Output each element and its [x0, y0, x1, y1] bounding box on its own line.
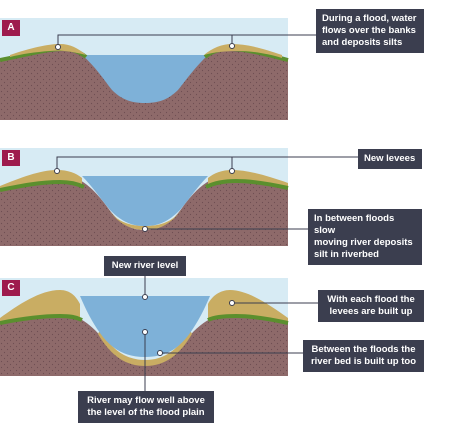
callout-c-level-line-1: New river level — [111, 260, 179, 271]
panel-letter-c: C — [2, 280, 20, 296]
panel-c-soil — [0, 314, 288, 376]
callout-c-flow: River may flow well above the level of t… — [78, 391, 214, 423]
dot-c-water — [142, 329, 148, 335]
callout-c-between-line-1: Between the floods the — [311, 344, 416, 355]
dot-c-levee — [229, 300, 235, 306]
panel-b-grass — [0, 178, 289, 192]
callout-c-each-line-2: levees are built up — [329, 306, 413, 317]
dot-c-bed — [157, 350, 163, 356]
leader-a-flood — [57, 34, 233, 47]
panel-b-levee-left — [0, 170, 82, 190]
callout-b-slow-line-3: silt in riverbed — [314, 249, 379, 260]
leader-dots — [54, 43, 235, 356]
callout-c-between: Between the floods the river bed is buil… — [303, 340, 424, 372]
callout-c-each: With each flood the levees are built up — [318, 290, 424, 322]
callout-c-level: New river level — [104, 256, 186, 276]
callout-b-slow: In between floods slow moving river depo… — [308, 209, 422, 265]
dot-b-right — [229, 168, 235, 174]
callout-a-flood-line-3: and deposits silts — [322, 37, 403, 48]
callout-c-between-line-2: river bed is built up too — [310, 356, 417, 367]
dot-c-level — [142, 294, 148, 300]
panel-a-water — [82, 55, 208, 103]
panel-c-illustration — [0, 278, 289, 376]
dot-b-left — [54, 168, 60, 174]
callout-b-levees-line-1: New levees — [364, 153, 416, 164]
leader-lines — [56, 34, 360, 392]
dot-a-right — [229, 43, 235, 49]
panel-b-water — [82, 176, 208, 226]
panel-a-silt-left — [10, 44, 86, 57]
callout-a-flood: During a flood, water flows over the ban… — [316, 9, 424, 53]
callout-a-flood-line-2: flows over the banks — [322, 25, 416, 36]
callout-b-levees: New levees — [358, 149, 422, 169]
callout-a-flood-line-1: During a flood, water — [322, 13, 417, 24]
panel-a-silt-right — [204, 44, 282, 58]
panel-a-soil — [0, 48, 288, 120]
dot-a-left — [55, 44, 61, 50]
panel-c-levee-right — [208, 290, 288, 322]
panel-c-riverbed-silt — [98, 330, 192, 366]
panel-b-riverbed-silt — [108, 210, 182, 230]
callout-c-flow-line-1: River may flow well above — [87, 395, 205, 406]
panel-b-levee-right — [208, 170, 288, 188]
dot-b-bed — [142, 226, 148, 232]
panel-c-grass — [0, 313, 289, 325]
panel-c-water — [80, 296, 210, 357]
panel-a-illustration — [0, 18, 289, 120]
callout-c-flow-line-2: the level of the flood plain — [87, 407, 205, 418]
panel-letter-a: A — [2, 20, 20, 36]
panel-letter-b: B — [2, 150, 20, 166]
callout-c-each-line-1: With each flood the — [327, 294, 415, 305]
leader-b-levees — [56, 156, 233, 171]
callout-b-slow-line-1: In between floods slow — [314, 213, 395, 236]
panel-b-soil — [0, 175, 288, 246]
callout-b-slow-line-2: moving river deposits — [314, 237, 413, 248]
